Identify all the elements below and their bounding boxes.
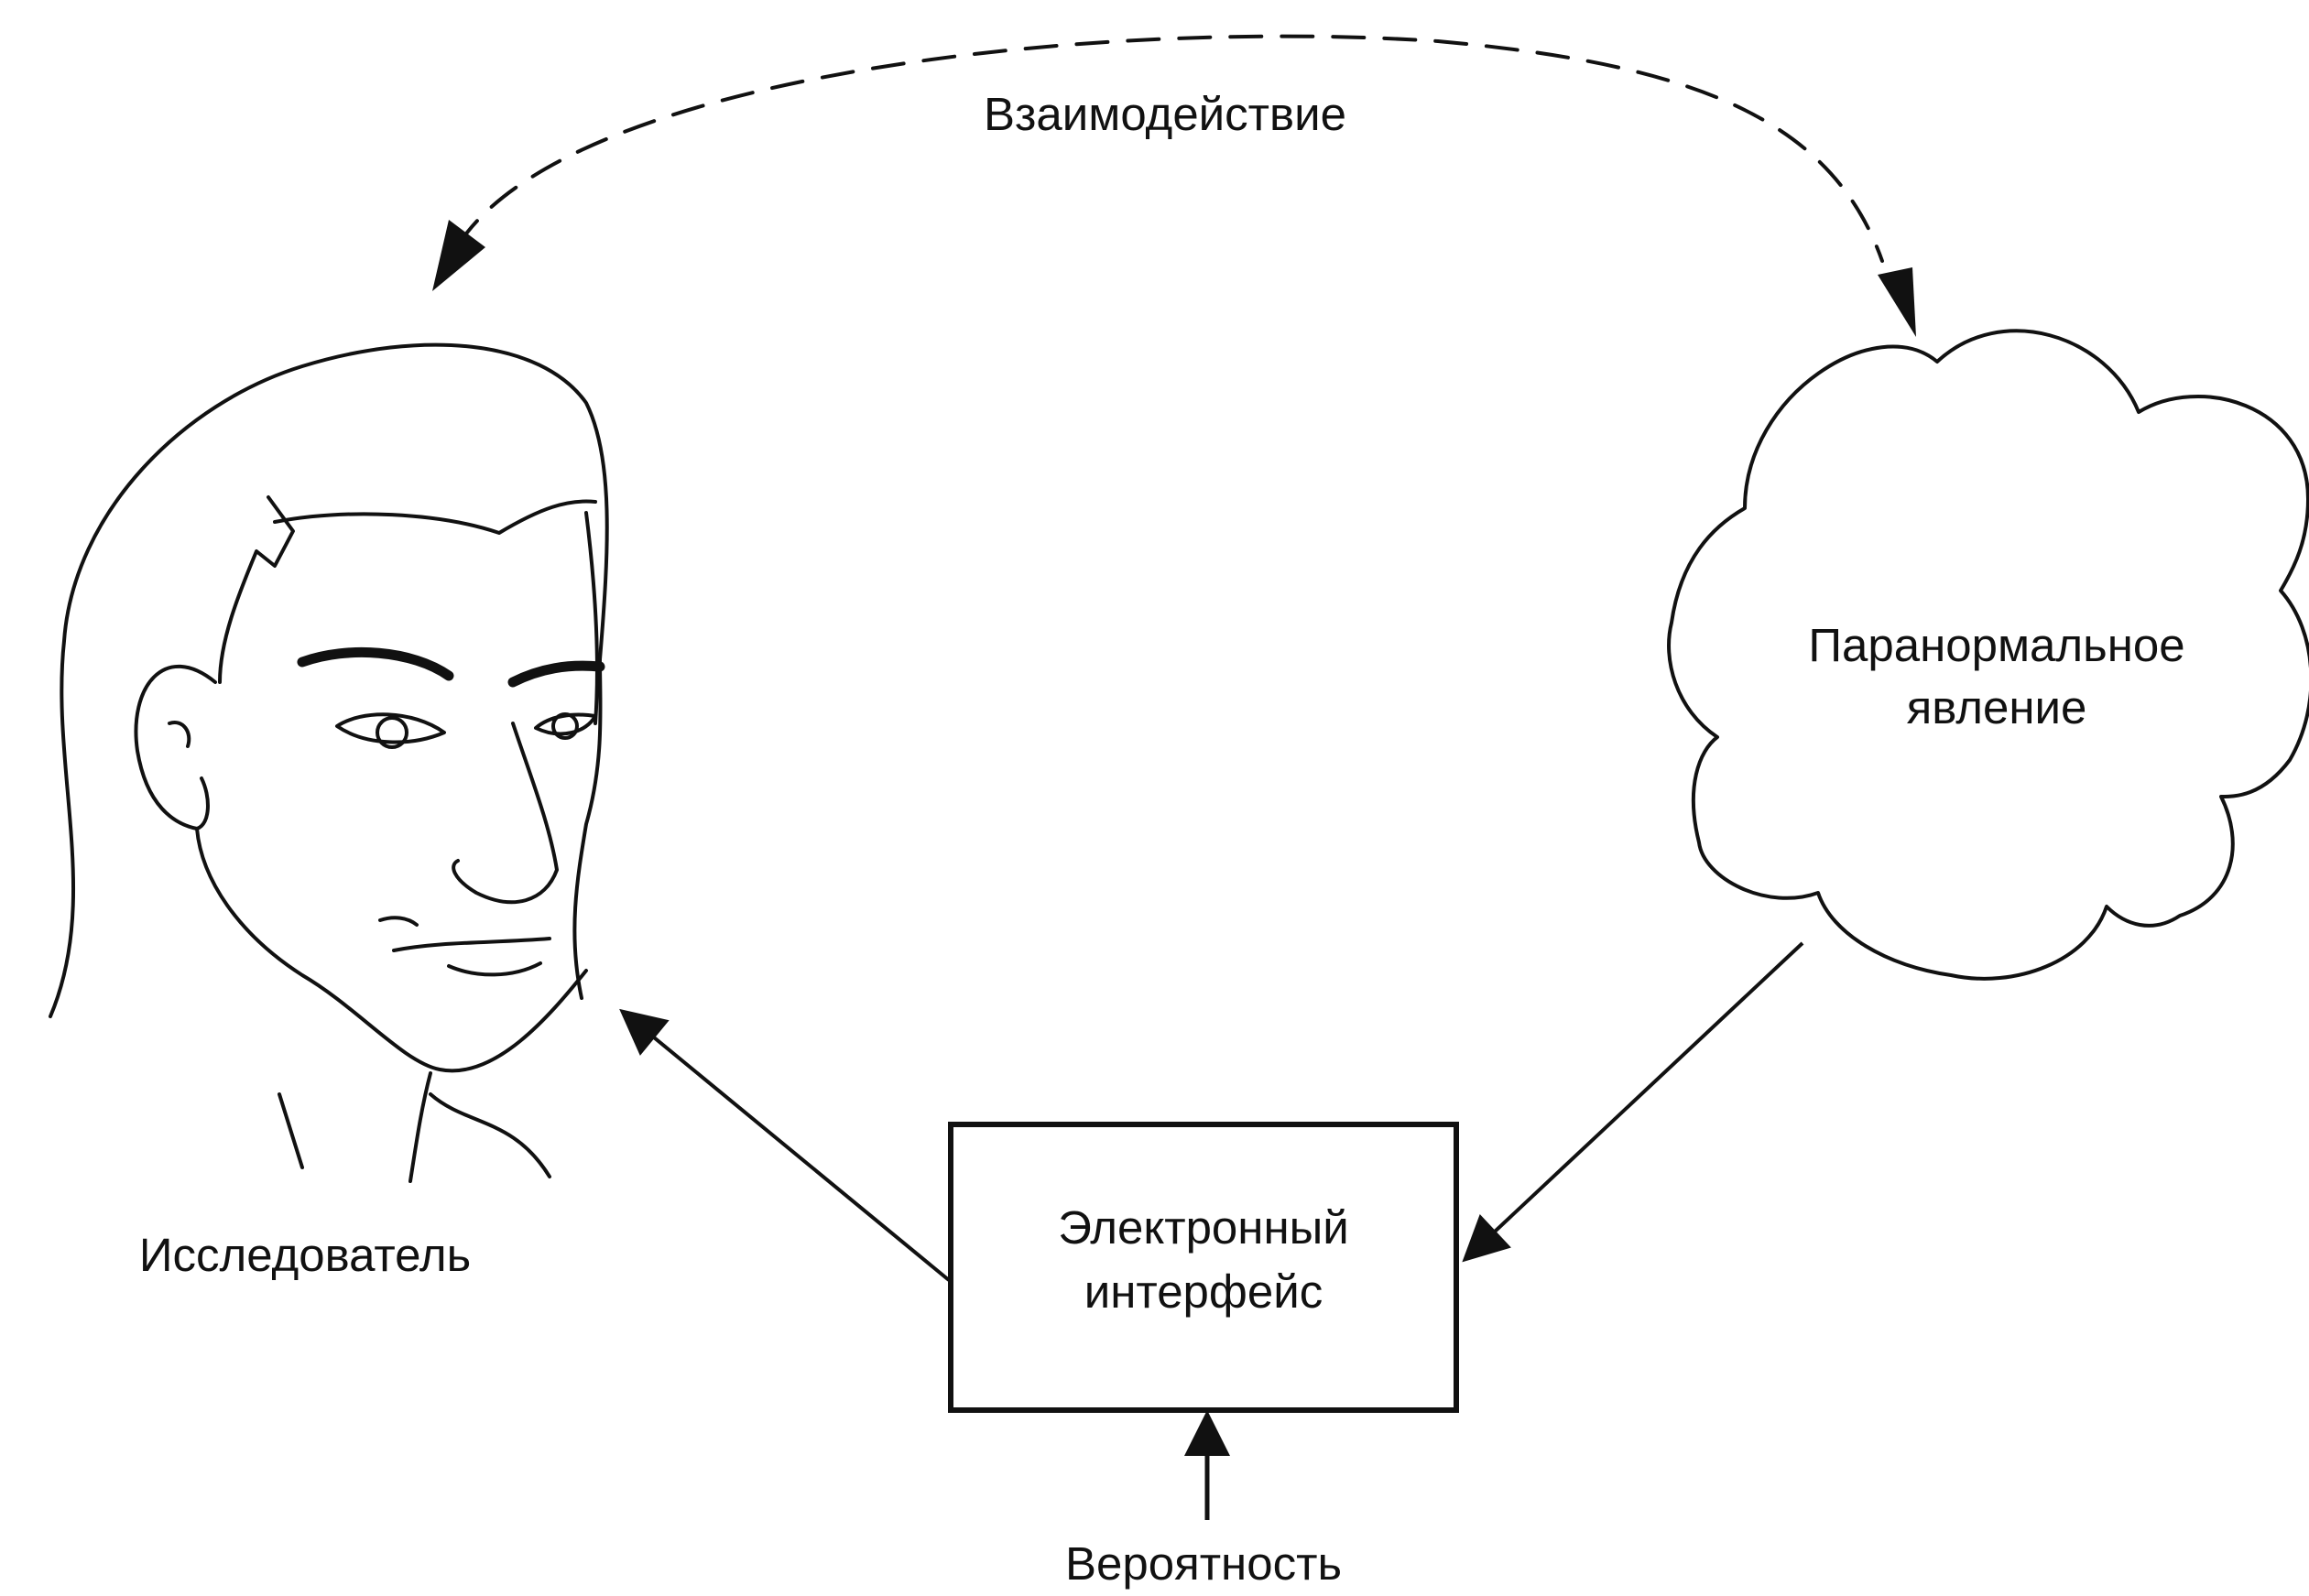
interface-label-line2: интерфейс [1084, 1265, 1323, 1318]
researcher-head-drawing [49, 342, 609, 1183]
probability-label: Вероятность [1065, 1537, 1342, 1590]
phenomenon-label-line1: Паранормальное [1808, 619, 2184, 671]
arrow-phenomenon-to-interface [1462, 941, 1804, 1263]
interface-label-line1: Электронный [1058, 1201, 1349, 1254]
interaction-label: Взаимодействие [984, 88, 1346, 140]
interaction-arc-left-arrowhead [432, 220, 485, 291]
researcher-label: Исследователь [139, 1229, 471, 1281]
arrow-interface-to-researcher [619, 1008, 951, 1282]
phenomenon-label-line2: явление [1907, 681, 2087, 733]
interaction-arc [456, 34, 1884, 263]
paranormal-cloud [1667, 329, 2309, 981]
interaction-arc-right-arrowhead [1878, 267, 1916, 337]
